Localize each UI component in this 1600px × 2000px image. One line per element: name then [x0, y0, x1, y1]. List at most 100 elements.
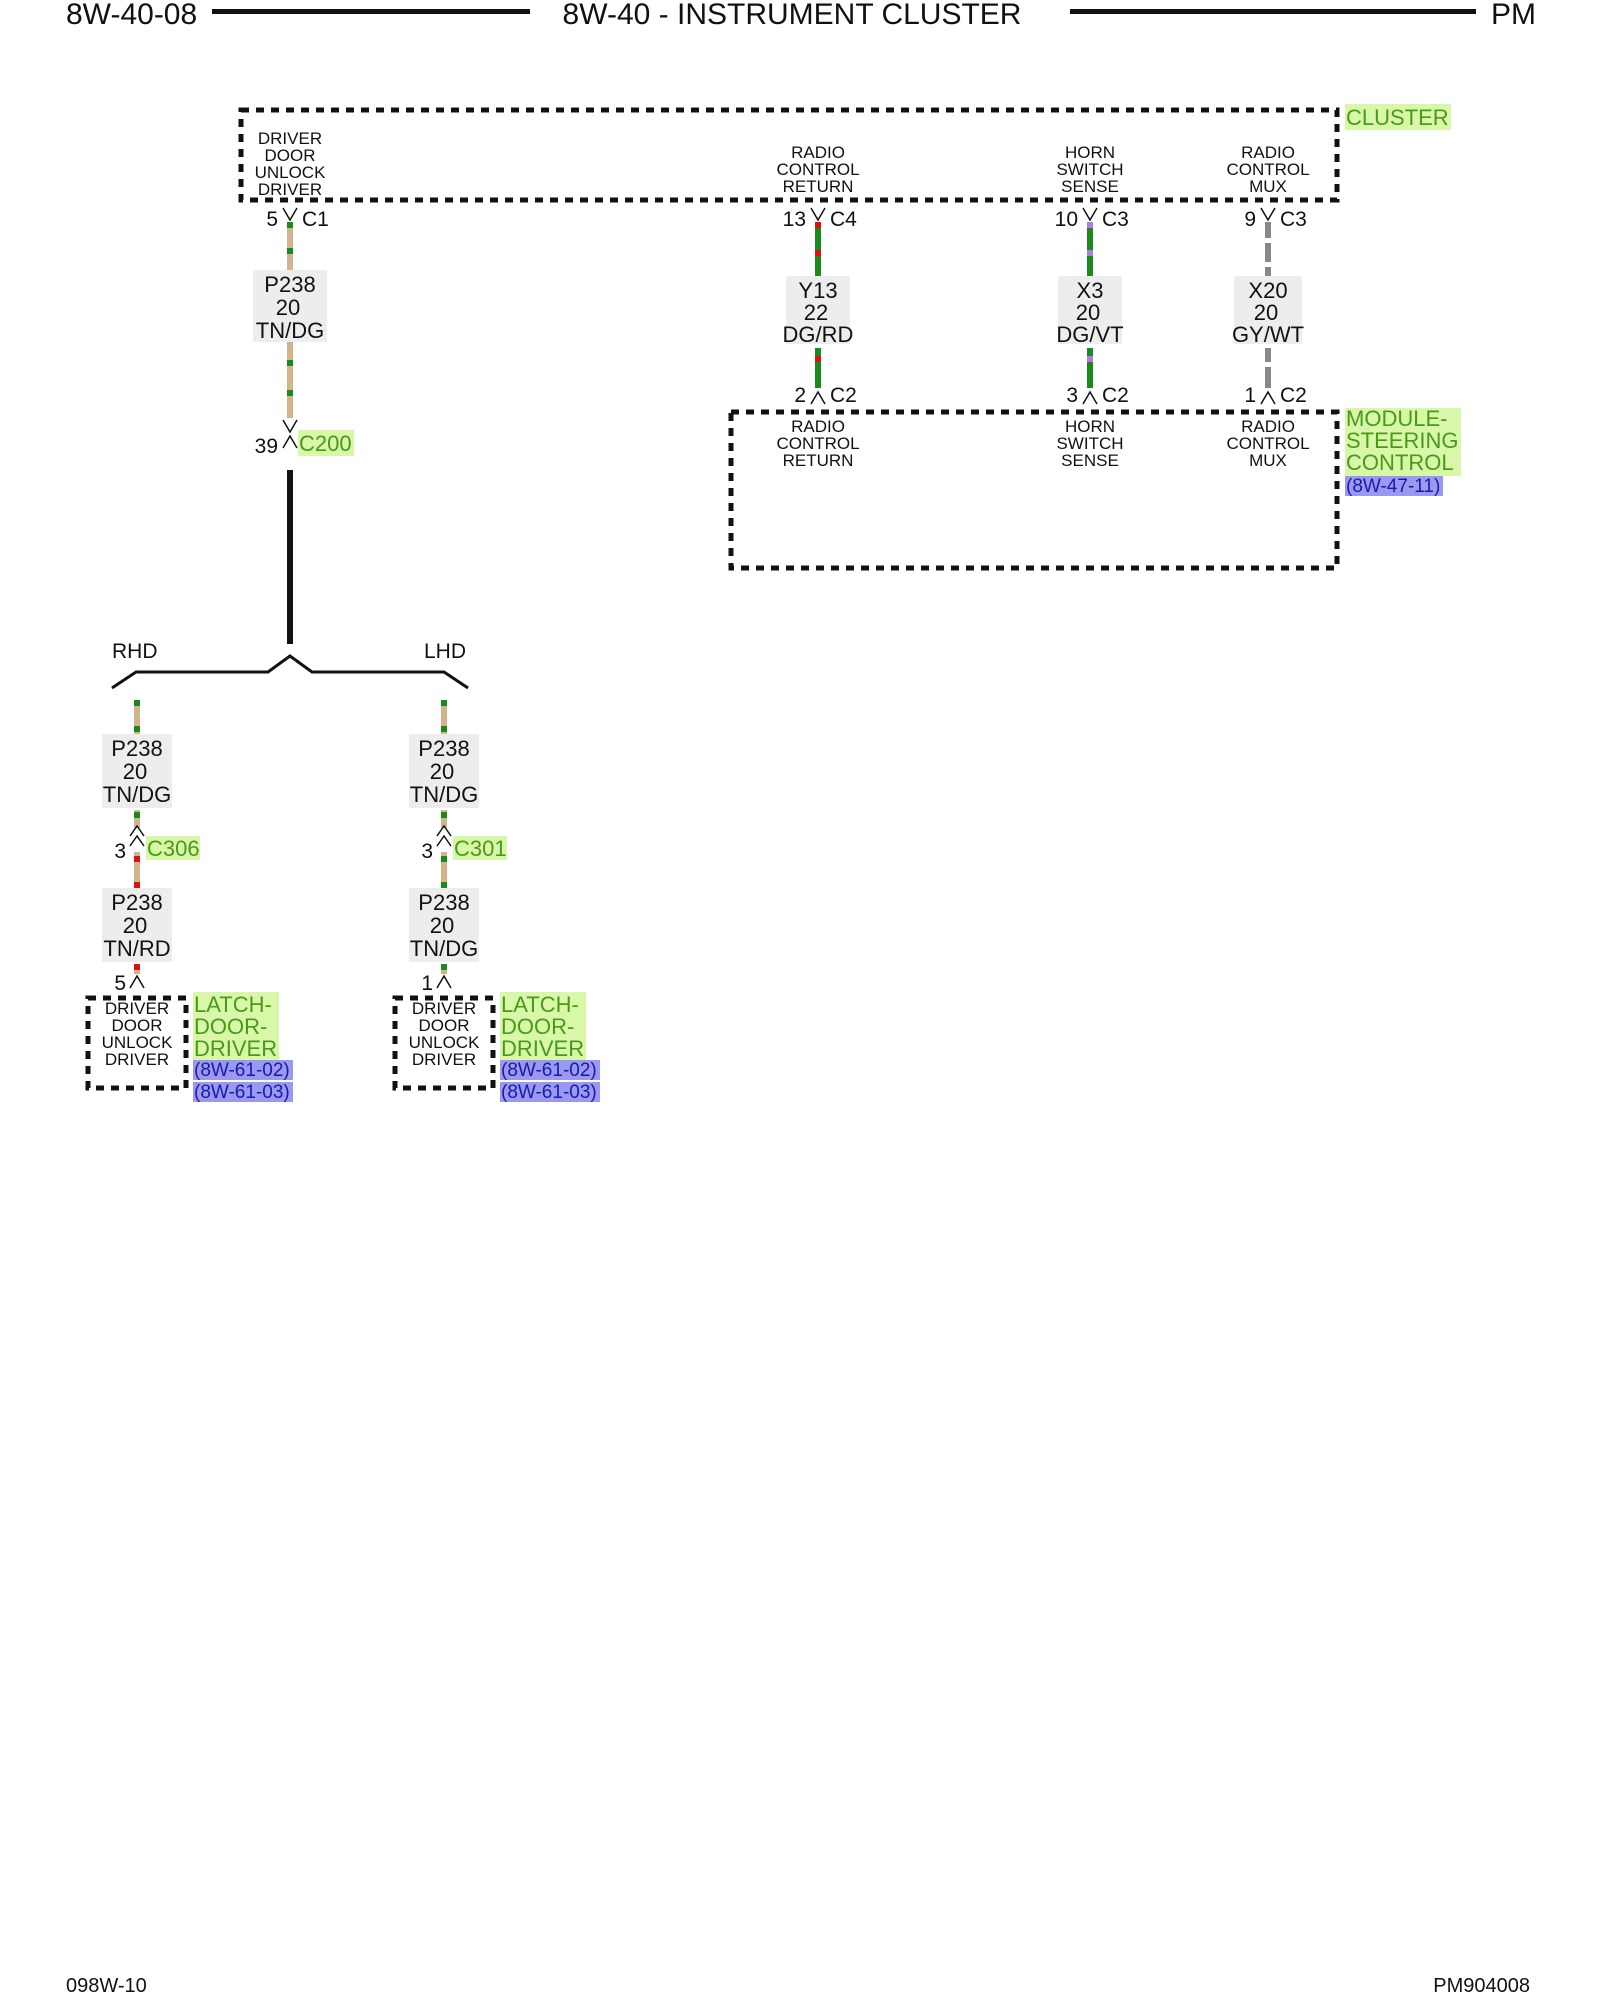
- pin-label-line: RADIO: [1241, 417, 1295, 436]
- latch-door-driver-rhd[interactable]: DRIVER DOOR UNLOCK DRIVER LATCH- DOOR- D…: [85, 992, 293, 1103]
- module-name-line: STEERING: [1346, 428, 1458, 453]
- wire-x3[interactable]: X3 20 DG/VT: [1056, 222, 1124, 388]
- component-ref-link[interactable]: (8W-61-02): [194, 1060, 290, 1081]
- cluster-component[interactable]: CLUSTER DRIVER DOOR UNLOCK DRIVER RADIO …: [238, 104, 1451, 203]
- module-pin-label-1: HORN SWITCH SENSE: [1056, 417, 1123, 470]
- pin-label-line: DRIVER: [258, 129, 322, 148]
- wire-segment: [1087, 348, 1093, 388]
- module-pin-label-2: RADIO CONTROL MUX: [1226, 417, 1309, 470]
- component-name-line: DRIVER: [194, 1036, 277, 1061]
- pin-label-line: SWITCH: [1056, 434, 1123, 453]
- pin-label-line: HORN: [1065, 143, 1115, 162]
- wire-x20[interactable]: X20 20 GY/WT: [1232, 222, 1304, 388]
- male-terminal-icon: [436, 974, 452, 989]
- pin-label-line: DRIVER: [412, 999, 476, 1018]
- latch-door-driver-lhd[interactable]: DRIVER DOOR UNLOCK DRIVER LATCH- DOOR- D…: [392, 992, 600, 1103]
- wire-segment: [815, 222, 821, 276]
- wire-tracer: [1265, 238, 1271, 243]
- wire-gauge: 20: [430, 759, 454, 784]
- wire-circuit: P238: [111, 890, 162, 915]
- wire-color: TN/DG: [256, 318, 324, 343]
- connector-name-highlight: [146, 836, 200, 860]
- wire-tracer: [815, 222, 821, 228]
- steering-connector-c2-return[interactable]: 2 C2: [794, 384, 857, 407]
- connector-name-highlight: [453, 836, 507, 860]
- pin-number: 3: [1066, 384, 1078, 407]
- wire-tracer: [441, 812, 447, 818]
- pin-label-line: DOOR: [112, 1016, 163, 1035]
- wire-tracer: [1265, 362, 1271, 367]
- wire-label-bg: [253, 270, 327, 342]
- female-terminal-icon: [436, 834, 452, 847]
- connector-id: C200: [299, 431, 352, 456]
- pin-number: 1: [421, 972, 433, 995]
- female-terminal-icon: [1082, 207, 1098, 222]
- footer-left-code: 098W-10: [66, 1975, 147, 1997]
- wire-gauge: 20: [276, 295, 300, 320]
- page-id: 8W-40-08: [66, 0, 197, 31]
- wire-label-bg: [1058, 276, 1122, 344]
- male-terminal-icon: [1082, 390, 1098, 405]
- wire-gauge: 20: [1254, 300, 1278, 325]
- connector-id: C2: [1280, 384, 1307, 407]
- wire-color: TN/RD: [103, 936, 170, 961]
- pin-label-line: RADIO: [1241, 143, 1295, 162]
- rhd-branch[interactable]: P238 20 TN/DG 3 C306 P238 20 TN/RD 5 DRI…: [85, 700, 293, 1103]
- cluster-connector-c1[interactable]: 5 C1: [266, 207, 329, 231]
- pin-label-line: CONTROL: [1226, 160, 1309, 179]
- steering-connector-c2-horn[interactable]: 3 C2: [1066, 384, 1129, 407]
- connector-c306[interactable]: 3 C306: [114, 824, 200, 863]
- cluster-connector-c4[interactable]: 13 C4: [783, 207, 858, 231]
- component-name-line: DOOR-: [501, 1014, 574, 1039]
- wire-tracer: [134, 812, 140, 818]
- wire-label-bg: [786, 276, 850, 344]
- lhd-branch[interactable]: P238 20 TN/DG 3 C301 P238 20 TN/DG 1 DRI…: [392, 700, 600, 1103]
- cluster-name: CLUSTER: [1346, 105, 1449, 130]
- wire-segment: [287, 342, 293, 418]
- wire-tracer: [441, 964, 447, 970]
- steering-connector-c2-mux[interactable]: 1 C2: [1244, 384, 1307, 407]
- cluster-name-highlight: [1345, 104, 1451, 130]
- wire-tracer: [134, 700, 140, 706]
- connector-id: C3: [1280, 208, 1307, 231]
- wire-p238-main[interactable]: P238 20 TN/DG: [253, 222, 327, 418]
- component-ref-link[interactable]: (8W-61-02): [501, 1060, 597, 1081]
- connector-id: C301: [454, 836, 507, 861]
- male-terminal-icon: [436, 824, 452, 837]
- wire-circuit: P238: [111, 736, 162, 761]
- pin-label-line: MUX: [1249, 451, 1287, 470]
- wire-segment: [441, 852, 447, 888]
- wire-segment: [134, 810, 140, 828]
- steering-control-module[interactable]: RADIO CONTROL RETURN HORN SWITCH SENSE R…: [728, 406, 1461, 571]
- wire-circuit: Y13: [798, 278, 837, 303]
- wire-color: TN/DG: [103, 782, 171, 807]
- page-header: 8W-40-08 8W-40 - INSTRUMENT CLUSTER PM: [66, 0, 1536, 31]
- component-ref-highlight: [500, 1082, 600, 1102]
- male-terminal-icon: [129, 824, 145, 837]
- wire-tracer: [441, 726, 447, 732]
- wire-tracer: [134, 964, 140, 970]
- wire-color: GY/WT: [1232, 322, 1304, 347]
- wire-y13[interactable]: Y13 22 DG/RD: [783, 222, 854, 388]
- pin-label-line: RETURN: [783, 177, 854, 196]
- component-name-line: LATCH-: [194, 992, 272, 1017]
- pin-label-line: DRIVER: [258, 180, 322, 199]
- pin-label-line: DOOR: [419, 1016, 470, 1035]
- wire-tracer: [134, 882, 140, 888]
- component-ref-link[interactable]: (8W-61-03): [194, 1082, 290, 1103]
- connector-id: C2: [830, 384, 857, 407]
- cluster-connector-c3-mux[interactable]: 9 C3: [1244, 207, 1307, 231]
- female-terminal-icon: [282, 207, 298, 222]
- pin-label-line: SENSE: [1061, 177, 1119, 196]
- connector-id: C4: [830, 208, 857, 231]
- component-ref-link[interactable]: (8W-61-03): [501, 1082, 597, 1103]
- module-ref-link[interactable]: (8W-47-11): [1346, 476, 1440, 497]
- female-terminal-icon: [810, 207, 826, 222]
- connector-c200[interactable]: 39 C200: [255, 419, 354, 458]
- cluster-connector-c3-horn[interactable]: 10 C3: [1055, 207, 1129, 231]
- wire-tracer: [1087, 250, 1093, 256]
- wire-circuit: P238: [418, 736, 469, 761]
- connector-c301[interactable]: 3 C301: [421, 824, 507, 863]
- male-terminal-icon: [282, 434, 298, 449]
- pin-number: 10: [1055, 208, 1078, 231]
